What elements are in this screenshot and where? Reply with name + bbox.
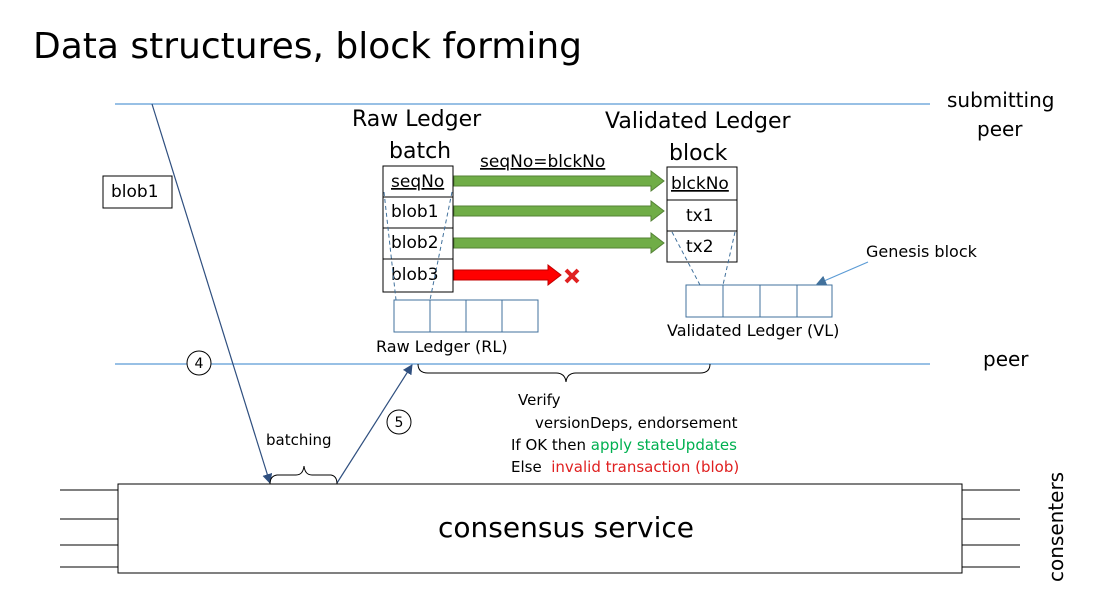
reject-cross-icon bbox=[564, 268, 580, 284]
batch-item-blob2: blob2 bbox=[391, 233, 439, 253]
green-arrow-blob2 bbox=[453, 231, 665, 255]
block-heading: block bbox=[669, 141, 728, 166]
batching-label: batching bbox=[266, 431, 332, 449]
verify-brace bbox=[417, 363, 711, 383]
raw-ledger-heading: Raw Ledger bbox=[352, 107, 482, 132]
green-arrow-seqno bbox=[453, 169, 665, 193]
consensus-service-box bbox=[117, 483, 963, 574]
step5-number: 5 bbox=[395, 415, 404, 431]
submitting-peer-label: peer bbox=[977, 117, 1023, 141]
verify-line3: If OK then apply stateUpdates bbox=[511, 436, 737, 454]
batch-cell bbox=[382, 165, 454, 198]
verify-line4: Else invalid transaction (blob) bbox=[511, 458, 739, 476]
raw-ledger-rl-label: Raw Ledger (RL) bbox=[376, 337, 508, 356]
flow-arrow-consensus-to-peer bbox=[336, 364, 413, 484]
step4-number: 4 bbox=[195, 356, 204, 372]
mapping-arrows bbox=[453, 169, 665, 287]
flow-arrow-submit-to-consensus bbox=[151, 103, 273, 484]
batch-stack: seqNo blob1 blob2 blob3 bbox=[382, 165, 454, 293]
block-cell bbox=[666, 230, 738, 263]
green-arrow-blob1 bbox=[453, 199, 665, 223]
consenter-lines bbox=[60, 489, 1020, 568]
peer-label: peer bbox=[983, 347, 1029, 371]
consenters-label: consenters bbox=[1044, 472, 1068, 582]
batch-cell bbox=[382, 196, 454, 229]
block-item-tx2: tx2 bbox=[686, 237, 714, 257]
block-projection-line bbox=[722, 231, 736, 286]
step4-circle bbox=[186, 350, 212, 376]
batch-projection-line bbox=[429, 191, 453, 301]
genesis-pointer-arrow bbox=[816, 261, 869, 286]
batch-cell bbox=[382, 258, 454, 293]
submitting-label: submitting bbox=[947, 88, 1054, 112]
step5-circle bbox=[386, 409, 412, 435]
validated-ledger-cells bbox=[685, 284, 833, 318]
seq-mapping-label: seqNo=blckNo bbox=[480, 152, 605, 172]
validated-ledger-heading: Validated Ledger bbox=[605, 109, 791, 134]
blob1-side-box bbox=[102, 175, 173, 209]
block-projection-line bbox=[671, 231, 701, 286]
batching-brace bbox=[269, 465, 338, 485]
blob1-side-label: blob1 bbox=[111, 182, 159, 202]
slide-title: Data structures, block forming bbox=[33, 26, 582, 67]
raw-ledger-cells bbox=[393, 299, 539, 333]
validated-ledger-vl-label: Validated Ledger (VL) bbox=[667, 321, 839, 340]
batch-item-blob1: blob1 bbox=[391, 202, 439, 222]
block-cell bbox=[666, 199, 738, 232]
verify-line1: Verify bbox=[518, 391, 561, 409]
red-arrow-blob3 bbox=[453, 263, 562, 287]
genesis-block-label: Genesis block bbox=[866, 242, 978, 261]
block-stack: blckNo tx1 tx2 bbox=[666, 166, 738, 263]
block-item-tx1: tx1 bbox=[686, 206, 714, 226]
verify-line2: versionDeps, endorsement bbox=[535, 414, 738, 432]
block-item-blckno: blckNo bbox=[671, 174, 729, 194]
consensus-service-label: consensus service bbox=[438, 511, 694, 544]
batch-heading: batch bbox=[389, 139, 451, 164]
batch-item-blob3: blob3 bbox=[391, 265, 439, 285]
batch-item-seqno: seqNo bbox=[391, 172, 444, 192]
